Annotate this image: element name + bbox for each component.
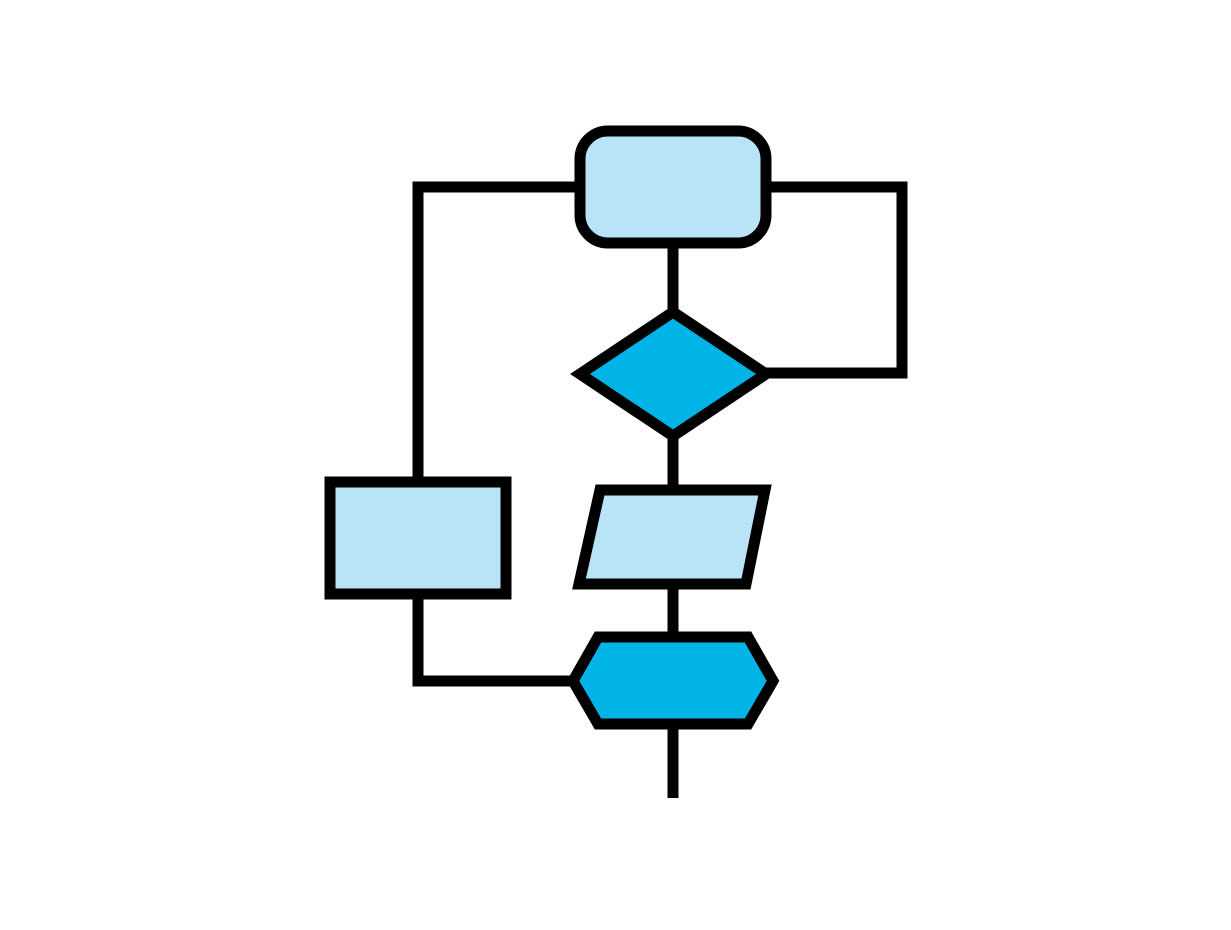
process-node: [324, 476, 512, 600]
connectors: [412, 181, 908, 798]
decision-node: [570, 305, 776, 443]
connector-start-to-process: [412, 181, 580, 480]
input-output-node: [572, 484, 772, 590]
start-node: [574, 125, 772, 249]
connector-start-to-decision-loop: [766, 181, 908, 379]
preparation-node: [566, 631, 780, 730]
nodes: [324, 125, 780, 730]
connector-process-to-preparation: [412, 594, 573, 687]
